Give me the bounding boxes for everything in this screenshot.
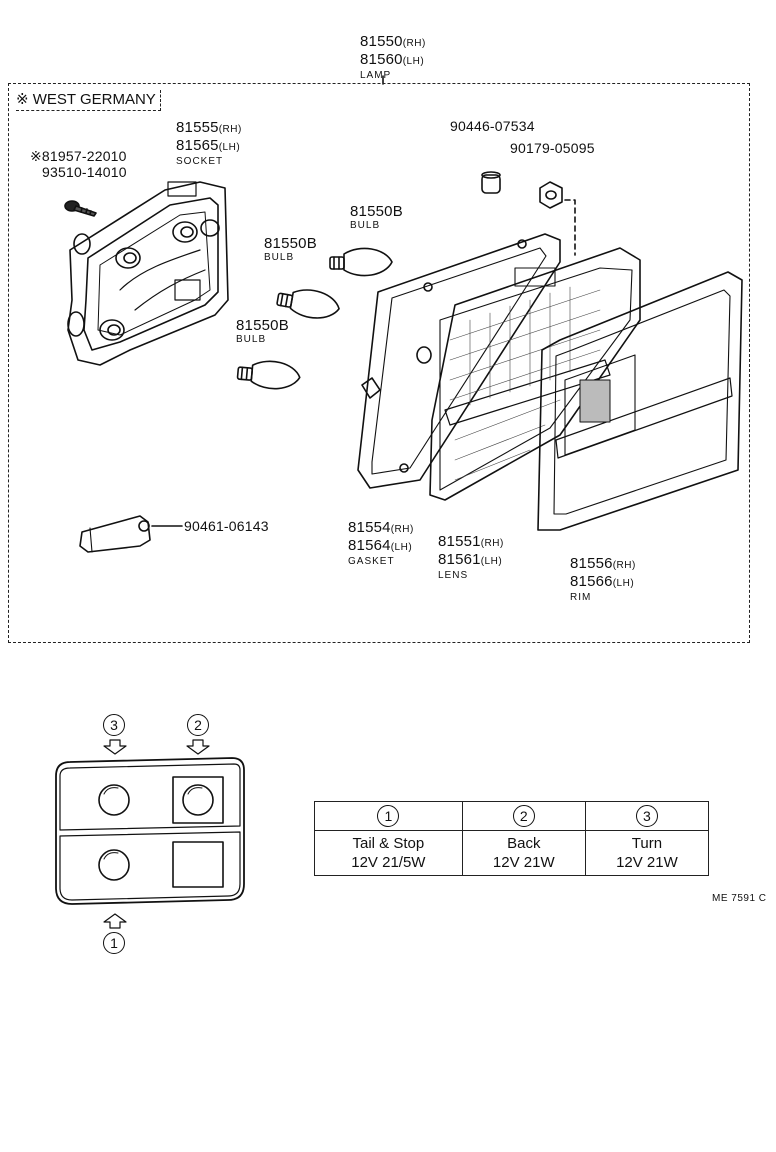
bulb-label-2: 81550B BULB — [264, 236, 317, 264]
spec-col-2-head: 2 — [461, 801, 586, 831]
bulb-pn-1: 81550B — [350, 203, 403, 220]
marker-bottom: 1 — [103, 932, 125, 954]
assembly-suf-lh: (LH) — [402, 56, 425, 67]
spec-1-function: Tail & Stop — [352, 835, 425, 852]
lens-label: 81551(RH) 81561(LH) LENS — [438, 534, 504, 582]
gasket-label: 81554(RH) 81564(LH) GASKET — [348, 520, 414, 568]
assembly-pn-rh: 81550 — [360, 33, 403, 50]
socket-drawing — [67, 181, 229, 366]
gasket-name: GASKET — [348, 556, 395, 567]
region-note: ※ WEST GERMANY — [16, 90, 161, 111]
marker-top-right: 2 — [187, 714, 209, 736]
bulb-drawings — [236, 247, 393, 390]
lamp-layout-drawing — [55, 739, 245, 929]
spec-col-3-body: Turn 12V 21W — [584, 830, 710, 876]
spec-2-function: Back — [507, 835, 541, 852]
plug-pn: 90446-07534 — [450, 118, 535, 134]
spec-num-1: 1 — [377, 805, 400, 827]
bulb-name-1: BULB — [350, 220, 381, 231]
bulb-label-3: 81550B BULB — [236, 318, 289, 346]
bulb-name-2: BULB — [264, 252, 295, 263]
assembly-name: LAMP — [360, 70, 392, 81]
spec-col-1-body: Tail & Stop 12V 21/5W — [314, 830, 463, 876]
rim-pn-rh: 81556 — [570, 555, 613, 572]
gasket-suf-rh: (RH) — [390, 524, 414, 535]
spec-num-3: 3 — [635, 805, 658, 827]
gasket-pn-rh: 81554 — [348, 519, 391, 536]
socket-pn-lh: 81565 — [176, 137, 219, 154]
clip-pn: 90461-06143 — [184, 518, 269, 534]
spec-num-2: 2 — [512, 805, 535, 827]
lens-pn-rh: 81551 — [438, 533, 481, 550]
nut-pn: 90179-05095 — [510, 140, 595, 156]
lens-drawing — [416, 247, 641, 501]
rim-name: RIM — [570, 592, 592, 603]
bulb-pn-2: 81550B — [264, 235, 317, 252]
spec-3-function: Turn — [631, 835, 663, 852]
clip-drawing — [79, 515, 183, 553]
screw-pn1: ※81957-22010 — [30, 148, 127, 164]
lens-name: LENS — [438, 570, 469, 581]
marker-top-left: 3 — [103, 714, 125, 736]
socket-suf-lh: (LH) — [218, 142, 241, 153]
rim-label: 81556(RH) 81566(LH) RIM — [570, 556, 636, 604]
lens-suf-lh: (LH) — [480, 556, 503, 567]
socket-name: SOCKET — [176, 156, 224, 167]
spec-col-3-head: 3 — [584, 801, 710, 831]
screw-drawing — [64, 200, 97, 217]
bulb-spec-table: 1 2 3 Tail & Stop 12V 21/5W Back 12V 21W T… — [314, 801, 710, 876]
screw-pn2: 93510-14010 — [42, 164, 127, 180]
plug-nut-drawing — [481, 171, 576, 256]
spec-3-rating: 12V 21W — [616, 854, 678, 871]
bulb-pn-3: 81550B — [236, 317, 289, 334]
spec-body-row: Tail & Stop 12V 21/5W Back 12V 21W Turn 12V… — [314, 830, 710, 876]
lens-pn-lh: 81561 — [438, 551, 481, 568]
screw-label: ※81957-22010 93510-14010 — [30, 148, 127, 180]
region-variant-frame — [8, 83, 750, 643]
spec-col-1-head: 1 — [314, 801, 463, 831]
rim-drawing — [537, 271, 743, 531]
rim-suf-lh: (LH) — [612, 578, 635, 589]
gasket-pn-lh: 81564 — [348, 537, 391, 554]
socket-pn-rh: 81555 — [176, 119, 219, 136]
bulb-label-1: 81550B BULB — [350, 204, 403, 232]
assembly-label: 81550(RH) 81560(LH) LAMP — [360, 34, 426, 82]
spec-2-rating: 12V 21W — [492, 854, 555, 871]
rim-pn-lh: 81566 — [570, 573, 613, 590]
lens-suf-rh: (RH) — [480, 538, 504, 549]
spec-col-2-body: Back 12V 21W — [461, 830, 586, 876]
assembly-suf-rh: (RH) — [402, 38, 426, 49]
bulb-name-3: BULB — [236, 334, 267, 345]
socket-label: 81555(RH) 81565(LH) SOCKET — [176, 120, 242, 168]
assembly-pn-lh: 81560 — [360, 51, 403, 68]
figure-code: ME 7591 C — [712, 893, 767, 904]
gasket-suf-lh: (LH) — [390, 542, 413, 553]
socket-suf-rh: (RH) — [218, 124, 242, 135]
spec-1-rating: 12V 21/5W — [351, 854, 426, 871]
spec-header-row: 1 2 3 — [314, 801, 710, 831]
rim-suf-rh: (RH) — [612, 560, 636, 571]
